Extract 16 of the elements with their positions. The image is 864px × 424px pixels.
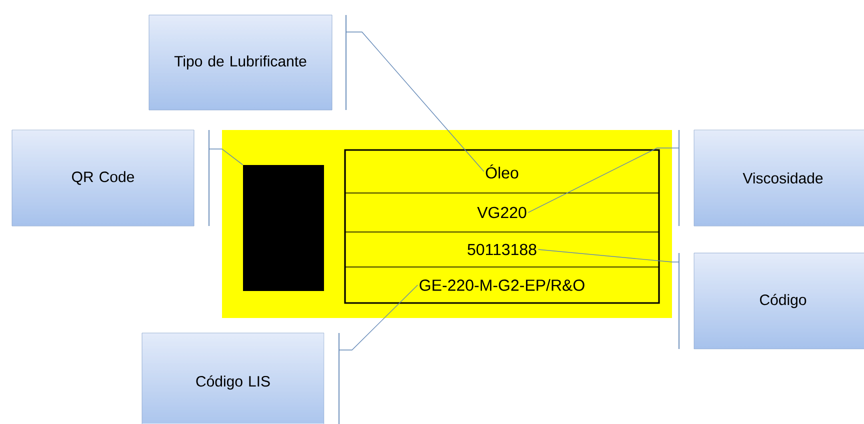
callout-box: QR Code [12,130,194,226]
leader-line [346,32,484,172]
table-cell-text: Óleo [486,164,518,179]
callout-box: Tipo de Lubrificante [148,14,332,110]
table-cell-text: 50113188 [468,244,536,256]
callout-box: Viscosidade [694,130,864,226]
data-table [344,149,660,304]
leader-line [538,249,680,262]
table-cell-text: GE-220-M-G2-EP/R&O [420,279,584,291]
callout-box: Código [694,252,864,350]
qr-code-placeholder [243,165,324,291]
callout-box: Código LIS [142,332,324,424]
leader-line [338,284,418,350]
leader-line [208,148,244,166]
leader-line [528,148,680,213]
table-cell-text: VG220 [477,206,526,218]
